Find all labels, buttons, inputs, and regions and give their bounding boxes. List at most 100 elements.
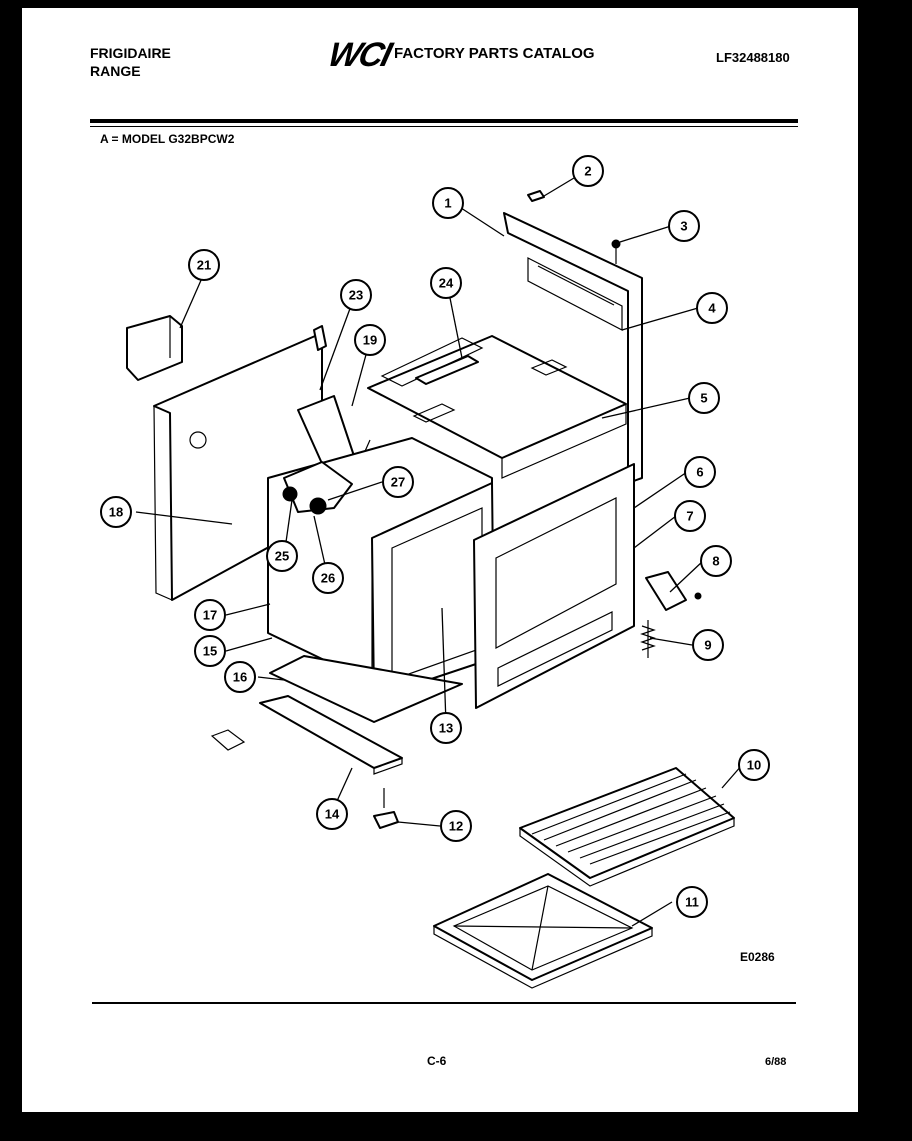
callout-number: 3 [680,219,687,234]
diagram-code: E0286 [740,950,775,964]
callout-bubble [188,249,220,281]
callout-27: 27 [382,466,414,498]
callout-number: 23 [349,288,363,303]
callout-number: 1 [444,196,451,211]
print-date: 6/88 [765,1056,787,1068]
catalog-page: FRIGIDAIRE RANGE WCI FACTORY PARTS CATAL… [22,8,858,1112]
callout-bubble [668,210,700,242]
callout-bubble [684,456,716,488]
exploded-parts-diagram: 1234567891011121314151617181921232425262… [100,155,770,989]
callout-number: 8 [712,554,719,569]
callout-number: 17 [203,608,217,623]
callout-number: 6 [696,465,703,480]
callout-bubble [692,629,724,661]
page-number: C-6 [427,1054,447,1068]
callout-number: 11 [685,895,699,910]
callout-17: 17 [194,599,226,631]
callout-number: 7 [686,509,693,524]
callout-number: 5 [700,391,707,406]
callout-group: 1234567891011121314151617181921232425262… [100,155,770,918]
callout-24: 24 [430,267,462,299]
callout-5: 5 [688,382,720,414]
hinge-spring-9 [640,620,656,658]
callout-12: 12 [440,810,472,842]
callout-bubble [340,279,372,311]
callout-number: 24 [439,276,454,291]
callout-number: 10 [747,758,761,773]
callout-bubble [432,187,464,219]
callout-number: 18 [109,505,123,520]
callout-6: 6 [684,456,716,488]
callout-23: 23 [340,279,372,311]
drawer-rail-14 [210,695,403,775]
callout-18: 18 [100,496,132,528]
callout-16: 16 [224,661,256,693]
callout-bubble [266,540,298,572]
catalog-part-number: LF32488180 [716,50,790,65]
callout-26: 26 [312,562,344,594]
callout-number: 27 [391,475,405,490]
callout-bubble [430,267,462,299]
callout-bubble [738,749,770,781]
oven-door [473,463,635,709]
callout-8: 8 [700,545,732,577]
callout-bubble [688,382,720,414]
leveling-leg-12 [373,788,399,829]
callout-number: 15 [203,644,217,659]
callout-bubble [696,292,728,324]
bracket-part-24 [415,355,479,385]
callout-number: 16 [233,670,247,685]
callout-15: 15 [194,635,226,667]
catalog-title: FACTORY PARTS CATALOG [394,45,595,62]
callout-14: 14 [316,798,348,830]
bracket-part-21 [126,315,183,381]
callout-bubble [674,500,706,532]
callout-11: 11 [676,886,708,918]
callout-number: 9 [704,638,711,653]
part-23 [313,325,327,351]
product-type: RANGE [90,63,141,79]
oven-rack-10 [519,767,735,887]
callout-bubble [194,635,226,667]
leader-lines [135,177,743,927]
callout-number: 2 [584,164,591,179]
callout-bubble [316,798,348,830]
callout-19: 19 [354,324,386,356]
screw-part-3 [611,239,621,264]
callout-bubble [676,886,708,918]
callout-number: 21 [197,258,211,273]
callout-bubble [430,712,462,744]
callout-13: 13 [430,712,462,744]
callout-bubble [572,155,604,187]
bottom-panel-16 [269,655,463,723]
callout-bubble [382,466,414,498]
callout-10: 10 [738,749,770,781]
callout-number: 13 [439,721,453,736]
brand-name: FRIGIDAIRE [90,45,171,61]
callout-number: 12 [449,819,463,834]
callout-bubble [224,661,256,693]
callout-number: 19 [363,333,377,348]
callout-number: 14 [325,807,340,822]
callout-bubble [440,810,472,842]
brand-block: FRIGIDAIRE RANGE [90,44,171,80]
callout-3: 3 [668,210,700,242]
header-rule-thick [90,119,798,123]
oven-top-panel [367,335,627,479]
callout-number: 26 [321,571,335,586]
callout-number: 25 [275,549,289,564]
callout-bubble [100,496,132,528]
callout-bubble [312,562,344,594]
callout-21: 21 [188,249,220,281]
callout-7: 7 [674,500,706,532]
model-line: A = MODEL G32BPCW2 [100,132,235,146]
broiler-pan-11 [433,873,653,989]
callout-number: 4 [708,301,716,316]
callout-1: 1 [432,187,464,219]
callout-4: 4 [696,292,728,324]
callout-bubble [194,599,226,631]
callout-25: 25 [266,540,298,572]
header-rule-thin [90,126,798,127]
callout-bubble [354,324,386,356]
callout-9: 9 [692,629,724,661]
